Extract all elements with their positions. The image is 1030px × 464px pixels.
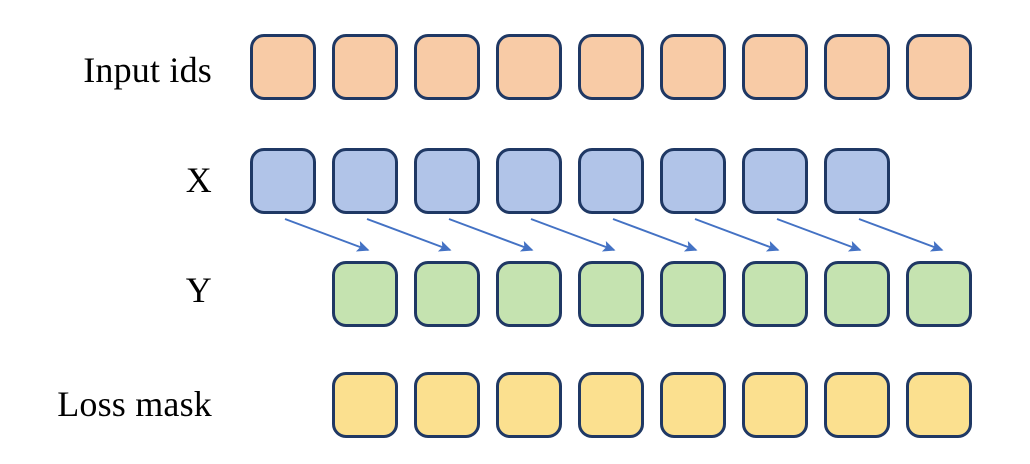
cell-loss-mask-5 bbox=[742, 372, 808, 438]
cell-input-ids-3 bbox=[496, 34, 562, 100]
cell-y-2 bbox=[496, 261, 562, 327]
row-label-input-ids: Input ids bbox=[83, 50, 212, 90]
cell-input-ids-5 bbox=[660, 34, 726, 100]
cell-y-5 bbox=[742, 261, 808, 327]
cell-x-6 bbox=[742, 148, 808, 214]
cell-row-y bbox=[332, 261, 972, 327]
cell-y-4 bbox=[660, 261, 726, 327]
shift-arrow-2 bbox=[448, 218, 534, 252]
cell-row-x bbox=[250, 148, 890, 214]
cell-loss-mask-7 bbox=[906, 372, 972, 438]
cell-loss-mask-6 bbox=[824, 372, 890, 438]
shift-arrow-1 bbox=[366, 218, 452, 252]
cell-x-2 bbox=[414, 148, 480, 214]
cell-x-1 bbox=[332, 148, 398, 214]
cell-y-7 bbox=[906, 261, 972, 327]
cell-row-input-ids bbox=[250, 34, 972, 100]
cell-input-ids-4 bbox=[578, 34, 644, 100]
shift-arrow-7 bbox=[858, 218, 944, 252]
row-label-x: X bbox=[185, 160, 212, 200]
cell-x-3 bbox=[496, 148, 562, 214]
row-label-loss-mask: Loss mask bbox=[57, 384, 212, 424]
cell-y-6 bbox=[824, 261, 890, 327]
cell-y-0 bbox=[332, 261, 398, 327]
shift-arrow-4 bbox=[612, 218, 698, 252]
cell-loss-mask-0 bbox=[332, 372, 398, 438]
cell-x-5 bbox=[660, 148, 726, 214]
cell-input-ids-1 bbox=[332, 34, 398, 100]
cell-y-3 bbox=[578, 261, 644, 327]
cell-input-ids-7 bbox=[824, 34, 890, 100]
cell-input-ids-8 bbox=[906, 34, 972, 100]
cell-x-0 bbox=[250, 148, 316, 214]
cell-loss-mask-4 bbox=[660, 372, 726, 438]
row-label-y: Y bbox=[185, 270, 212, 310]
shift-arrow-0 bbox=[284, 218, 370, 252]
cell-loss-mask-1 bbox=[414, 372, 480, 438]
cell-input-ids-6 bbox=[742, 34, 808, 100]
shift-arrow-6 bbox=[776, 218, 862, 252]
cell-input-ids-2 bbox=[414, 34, 480, 100]
cell-row-loss-mask bbox=[332, 372, 972, 438]
shift-arrow-5 bbox=[694, 218, 780, 252]
cell-x-7 bbox=[824, 148, 890, 214]
cell-x-4 bbox=[578, 148, 644, 214]
cell-loss-mask-2 bbox=[496, 372, 562, 438]
shift-arrow-group bbox=[284, 218, 944, 252]
cell-input-ids-0 bbox=[250, 34, 316, 100]
shift-arrow-3 bbox=[530, 218, 616, 252]
cell-y-1 bbox=[414, 261, 480, 327]
cell-loss-mask-3 bbox=[578, 372, 644, 438]
